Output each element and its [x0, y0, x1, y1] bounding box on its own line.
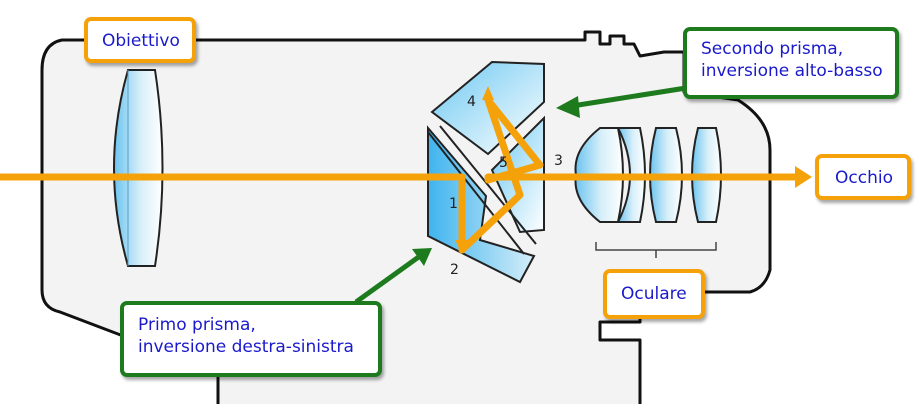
reflection-number-5: 5: [499, 155, 508, 171]
label-objective-text: Obiettivo: [102, 31, 180, 51]
prism-separator-2: [427, 131, 525, 255]
label-first-prism-line2: inversione destra-sinistra: [138, 337, 354, 357]
reflection-number-3: 3: [554, 153, 563, 169]
eyepiece-bracket: [595, 242, 717, 258]
label-second-prism-line2: inversione alto-basso: [701, 61, 883, 81]
label-eye: Occhio: [815, 154, 911, 200]
label-first-prism: Primo prisma, inversione destra-sinistra: [120, 301, 382, 377]
label-eyepiece-text: Oculare: [621, 284, 687, 304]
label-objective: Obiettivo: [84, 17, 196, 63]
prism-separator: [439, 125, 537, 245]
label-eye-text: Occhio: [835, 168, 893, 188]
light-arrow-head: [795, 166, 812, 188]
label-eyepiece: Oculare: [603, 269, 705, 319]
reflection-number-2: 2: [450, 262, 459, 278]
pointer-second-prism: [556, 85, 687, 118]
light-arrow-head-down: [455, 240, 469, 254]
label-first-prism-line1: Primo prisma,: [138, 315, 256, 335]
label-second-prism-line1: Secondo prisma,: [701, 39, 844, 59]
light-arrow-head-up: [482, 86, 494, 100]
light-path: [0, 96, 799, 254]
label-second-prism: Secondo prisma, inversione alto-basso: [683, 27, 899, 99]
pointer-first-prism: [354, 248, 432, 305]
objective-lens: [113, 69, 164, 267]
reflection-number-4: 4: [467, 94, 476, 110]
reflection-number-1: 1: [449, 196, 458, 212]
